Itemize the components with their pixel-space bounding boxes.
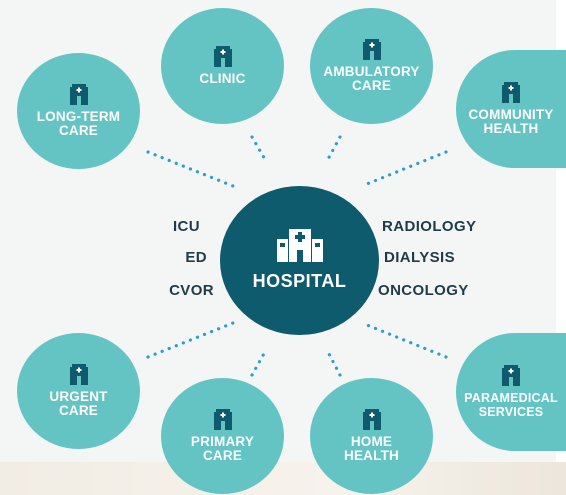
clinic-building-icon: [502, 82, 520, 103]
node-home-health: HOME HEALTH: [310, 378, 433, 494]
clinic-building-icon: [362, 409, 381, 430]
connector-community-health: [360, 150, 448, 188]
connector-clinic: [250, 135, 268, 163]
connector-home-health: [325, 348, 342, 377]
clinic-building-icon: [69, 84, 88, 105]
hub-label: HOSPITAL: [252, 271, 347, 291]
service-dialysis: DIALYSIS: [384, 249, 456, 266]
right-edge-strip: [556, 0, 566, 462]
clinic-building-icon: [213, 46, 232, 67]
connector-urgent-care: [146, 321, 235, 359]
clinic-building-icon: [69, 364, 88, 385]
bottom-background-band: [0, 462, 566, 495]
node-primary-care: PRIMARY CARE: [161, 378, 284, 494]
service-ed: ED: [185, 249, 207, 266]
clinic-building-icon: [502, 365, 520, 386]
connector-long-term-care: [146, 150, 235, 188]
service-radiology: RADIOLOGY: [382, 218, 477, 235]
node-label: PARAMEDICAL SERVICES: [464, 391, 558, 419]
node-label: PRIMARY CARE: [190, 434, 255, 463]
node-community-health: COMMUNITY HEALTH: [456, 50, 566, 168]
hospital-hub: HOSPITAL: [220, 186, 379, 335]
service-icu: ICU: [172, 218, 200, 235]
node-long-term-care: LONG-TERM CARE: [17, 53, 140, 169]
service-cvor: CVOR: [169, 282, 214, 299]
node-label: HOME HEALTH: [344, 434, 399, 463]
connector-primary-care: [250, 348, 268, 377]
node-paramedical-services: PARAMEDICAL SERVICES: [456, 333, 566, 451]
node-label: COMMUNITY HEALTH: [468, 107, 554, 136]
connector-ambulatory-care: [325, 135, 342, 163]
hospital-building-icon: [276, 229, 323, 262]
node-label: URGENT CARE: [49, 389, 108, 418]
node-urgent-care: URGENT CARE: [17, 333, 140, 449]
node-label: LONG-TERM CARE: [36, 109, 121, 138]
connector-paramedical-services: [360, 321, 448, 359]
node-label: CLINIC: [199, 71, 246, 86]
clinic-building-icon: [362, 39, 381, 60]
node-ambulatory-care: AMBULATORY CARE: [310, 8, 433, 124]
node-clinic: CLINIC: [161, 8, 284, 124]
clinic-building-icon: [213, 409, 232, 430]
node-label: AMBULATORY CARE: [323, 64, 420, 93]
service-oncology: ONCOLOGY: [378, 282, 469, 299]
